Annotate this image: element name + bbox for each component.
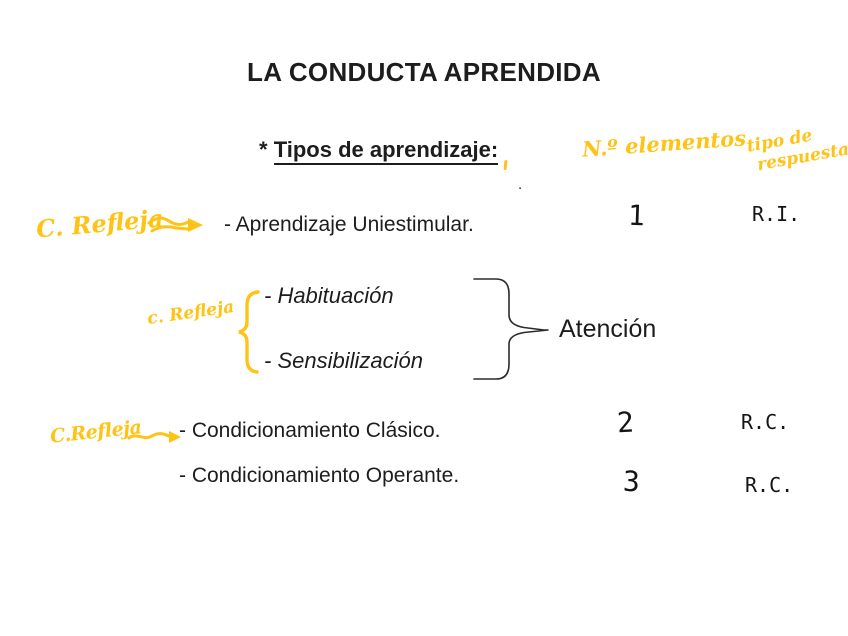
list-item-sensibilizacion: - Sensibilización xyxy=(264,348,423,373)
attention-label: Atención xyxy=(559,315,657,343)
yellow-arrow-icon xyxy=(147,216,203,233)
yellow-left-brace xyxy=(238,290,260,374)
marker-note-refleja-1: C. Refleja xyxy=(34,203,165,244)
slide-title: LA CONDUCTA APRENDIDA xyxy=(247,57,601,87)
ink-note-count-2: 2 xyxy=(616,405,635,440)
ink-note-ri: R.I. xyxy=(752,202,801,226)
list-item-operante: - Condicionamiento Operante. xyxy=(179,464,460,487)
heading-text: Tipos de aprendizaje: xyxy=(273,137,499,165)
list-item-clasico: - Condicionamiento Clásico. xyxy=(179,419,441,442)
heading-star: * xyxy=(259,137,268,162)
list-item-uniestimular: - Aprendizaje Uniestimular. xyxy=(224,213,474,236)
ink-note-count-3: 3 xyxy=(622,464,641,499)
yellow-tick-mark xyxy=(503,159,508,171)
ink-note-rc-2: R.C. xyxy=(745,473,794,497)
column-header-tipo-respuesta: tipo de respuesta xyxy=(745,120,848,177)
column-header-n-elementos: N.º elementos xyxy=(581,125,747,162)
list-item-habituacion: - Habituación xyxy=(264,283,394,308)
stray-dot: . xyxy=(518,176,523,193)
right-brace xyxy=(473,278,549,380)
yellow-arrow-icon-small xyxy=(127,431,181,443)
ink-note-rc-1: R.C. xyxy=(741,410,790,434)
marker-note-refleja-2: c. Refleja xyxy=(146,297,236,329)
section-heading: * Tipos de aprendizaje: xyxy=(259,137,499,165)
ink-note-count-1: 1 xyxy=(627,198,646,233)
